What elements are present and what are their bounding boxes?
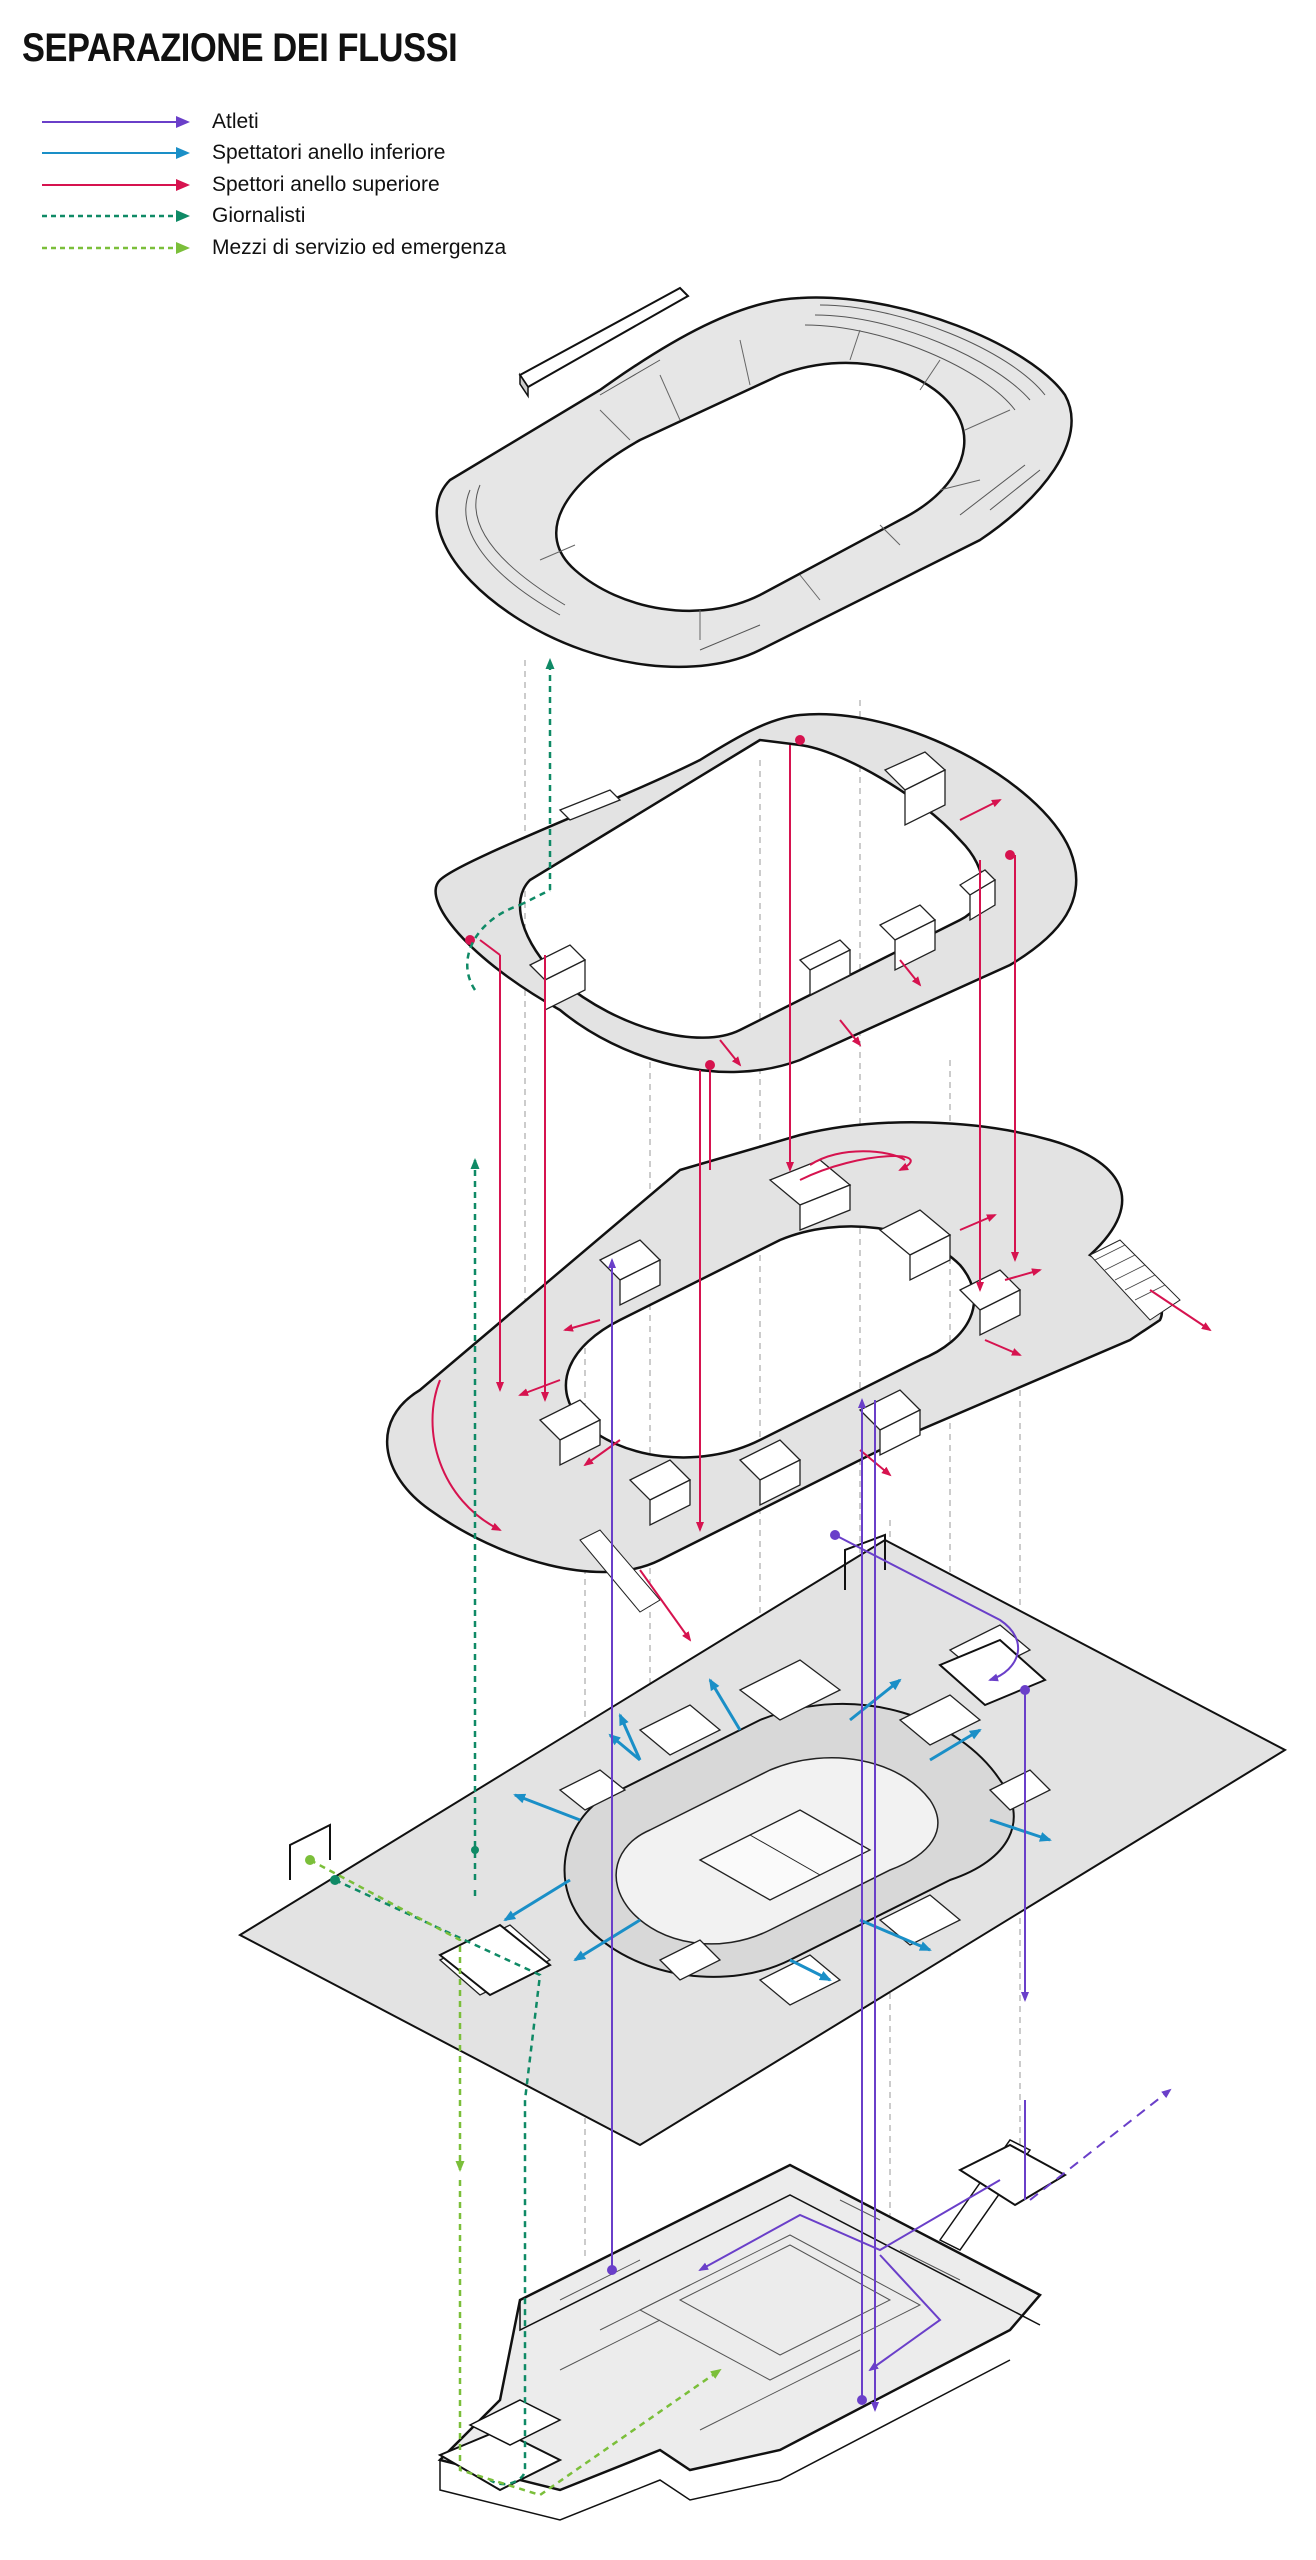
legend-label: Spettatori anello inferiore — [212, 141, 446, 165]
legend-item-upper-ring: Spettori anello superiore — [40, 169, 506, 201]
green-dashed-arrow-icon — [42, 210, 190, 223]
flows-upper-ring-spectators — [431, 745, 1212, 1642]
legend-item-lower-ring: Spettatori anello inferiore — [40, 138, 506, 170]
legend-item-service-vehicles: Mezzi di servizio ed emergenza — [40, 232, 506, 264]
stair-left — [579, 1529, 661, 1613]
flows-service-vehicles — [309, 1858, 722, 2497]
service-kiosk — [938, 1638, 1047, 1707]
flows-journalists — [334, 658, 555, 2486]
flows-athletes — [608, 1258, 1172, 2412]
legend-label: Giornalisti — [212, 204, 306, 228]
legend: Atleti Spettatori anello inferiore Spett… — [40, 106, 506, 264]
red-arrow-icon — [42, 178, 190, 191]
legend-item-journalists: Giornalisti — [40, 201, 506, 233]
concourse-level — [385, 1121, 1181, 1613]
stair-right — [1089, 1239, 1181, 1321]
ground-level — [237, 1533, 1288, 2147]
roof-ring — [435, 296, 1073, 669]
page-title: SEPARAZIONE DEI FLUSSI — [22, 26, 458, 70]
lightgreen-dashed-arrow-icon — [42, 241, 190, 254]
roof-level — [435, 286, 1073, 669]
legend-label: Spettori anello superiore — [212, 172, 440, 196]
basement-level — [437, 2139, 1068, 2521]
concourse-slab — [385, 1121, 1164, 1574]
legend-label: Mezzi di servizio ed emergenza — [212, 235, 507, 259]
basement-slab — [437, 2163, 1042, 2492]
legend-label: Atleti — [212, 109, 259, 133]
flows-lower-ring-spectators — [503, 1678, 1052, 1982]
service-building — [957, 2143, 1068, 2207]
purple-arrow-icon — [42, 115, 190, 128]
legend-item-athletes: Atleti — [40, 106, 506, 138]
blue-arrow-icon — [42, 147, 190, 160]
